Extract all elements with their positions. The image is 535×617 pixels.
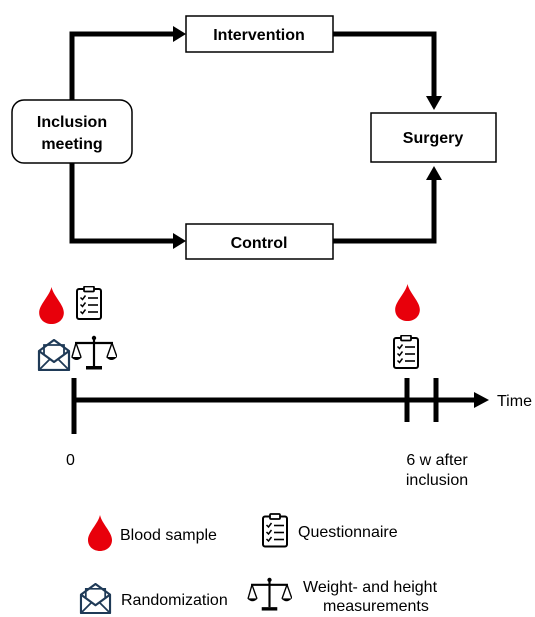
timeline-end-label-line1: 6 w after [406, 452, 468, 469]
legend-weight-label-line1: Weight- and height [303, 579, 438, 596]
surgery-label: Surgery [403, 130, 464, 147]
legend-item-blood-sample: Blood sample [88, 515, 217, 551]
timeline-axis: Time 0 6 w after inclusion [66, 378, 532, 489]
legend-questionnaire-label: Questionnaire [298, 524, 398, 541]
blood-drop-icon [39, 287, 64, 324]
inclusion-label-line1: Inclusion [37, 114, 107, 131]
intervention-label: Intervention [213, 27, 305, 44]
clipboard-icon [393, 335, 419, 369]
legend: Blood sample Questionnaire Randomization… [79, 513, 438, 615]
arrowhead-intervention [173, 26, 186, 42]
arrowhead-surgery-top [426, 96, 442, 110]
legend-weight-label-line2: measurements [323, 598, 429, 615]
arrow-inclusion-to-intervention [69, 31, 176, 100]
arrow-inclusion-to-control [69, 163, 176, 244]
timeline-end-label-line2: inclusion [406, 472, 468, 489]
control-label: Control [231, 235, 288, 252]
arrowhead-control [173, 233, 186, 249]
arrow-control-to-surgery [333, 178, 437, 244]
envelope-icon [37, 339, 71, 371]
blood-drop-icon [88, 515, 112, 551]
legend-randomization-label: Randomization [121, 592, 228, 609]
inclusion-meeting-box: Inclusion meeting [11, 99, 133, 164]
timeline-start-label: 0 [66, 452, 75, 469]
timeline-start-icons [37, 286, 117, 371]
arrow-intervention-to-surgery [333, 31, 437, 98]
scale-icon [71, 335, 117, 371]
control-box: Control [185, 223, 334, 260]
flow-connectors [69, 26, 442, 249]
envelope-icon [79, 583, 112, 614]
legend-item-randomization: Randomization [79, 583, 228, 614]
blood-drop-icon [395, 284, 420, 321]
surgery-box: Surgery [370, 112, 497, 163]
inclusion-label-line2: meeting [41, 136, 102, 153]
clipboard-icon [76, 286, 102, 320]
time-axis-label: Time [497, 393, 532, 410]
legend-item-questionnaire: Questionnaire [262, 513, 398, 548]
timeline-end-icons [393, 284, 420, 369]
scale-icon [247, 577, 292, 612]
arrowhead-surgery-bottom [426, 166, 442, 180]
legend-item-weight-height: Weight- and height measurements [247, 577, 438, 615]
legend-blood-sample-label: Blood sample [120, 527, 217, 544]
clipboard-icon [262, 513, 288, 548]
intervention-box: Intervention [185, 15, 334, 53]
